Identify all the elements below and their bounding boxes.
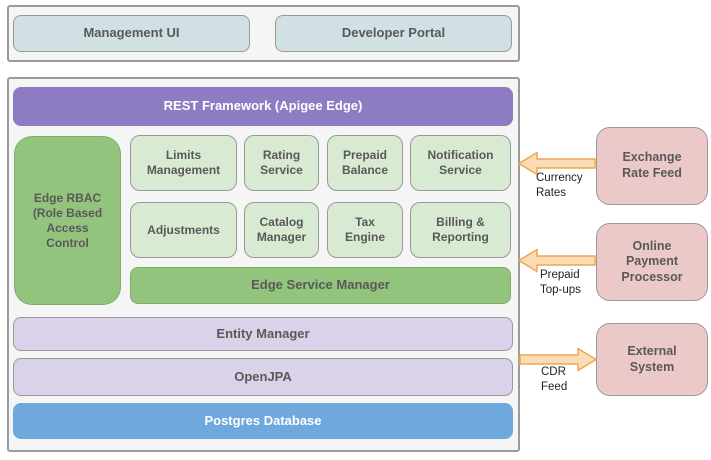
service-label: Prepaid Balance [341,148,389,177]
flow-label-cdr-feed: CDR Feed [541,366,568,393]
external-box-exchange-rate-feed: Exchange Rate Feed [596,127,708,205]
entity-manager-label: Entity Manager [216,325,310,341]
external-box-online-payment-processor: Online Payment Processor [596,223,708,301]
flow-label-prepaid-top-ups: Prepaid Top-ups [540,269,581,296]
service-label: Limits Management [146,148,221,177]
external-box-label: Exchange Rate Feed [622,150,682,180]
edge-service-manager-label: Edge Service Manager [251,277,390,293]
right-arrow-icon [519,347,597,372]
service-box-tax-engine: Tax Engine [327,202,403,258]
external-box-label: External System [627,343,677,374]
service-box-rating-service: Rating Service [244,135,319,191]
service-box-billing-reporting: Billing & Reporting [410,202,511,258]
flow-label-currency-rates: Currency Rates [536,172,583,199]
service-label: Notification Service [427,148,494,177]
openjpa-bar: OpenJPA [13,358,513,396]
edge-rbac-box: Edge RBAC (Role Based Access Control [14,136,121,305]
service-label: Adjustments [147,222,220,237]
left-arrow-icon [518,151,596,176]
service-box-notification-service: Notification Service [410,135,511,191]
entity-manager-bar: Entity Manager [13,317,513,351]
service-box-adjustments: Adjustments [130,202,237,258]
rest-framework-label: REST Framework (Apigee Edge) [163,98,363,114]
external-box-external-system: External System [596,323,708,396]
management-ui-box: Management UI [13,15,250,52]
edge-service-manager-bar: Edge Service Manager [130,267,511,304]
service-label: Tax Engine [344,215,385,244]
service-box-limits-management: Limits Management [130,135,237,191]
postgres-database-bar: Postgres Database [13,403,513,439]
external-box-label: Online Payment Processor [621,238,683,284]
service-label: Catalog Manager [256,215,307,244]
edge-rbac-label: Edge RBAC (Role Based Access Control [32,190,103,250]
rest-framework-bar: REST Framework (Apigee Edge) [13,87,513,126]
openjpa-label: OpenJPA [234,368,292,384]
left-arrow-icon [518,248,596,273]
developer-portal-box: Developer Portal [275,15,512,52]
management-ui-label: Management UI [83,25,180,41]
service-label: Rating Service [260,148,303,177]
developer-portal-label: Developer Portal [341,25,446,41]
service-box-catalog-manager: Catalog Manager [244,202,319,258]
service-box-prepaid-balance: Prepaid Balance [327,135,403,191]
postgres-database-label: Postgres Database [204,412,322,428]
service-label: Billing & Reporting [432,215,489,244]
